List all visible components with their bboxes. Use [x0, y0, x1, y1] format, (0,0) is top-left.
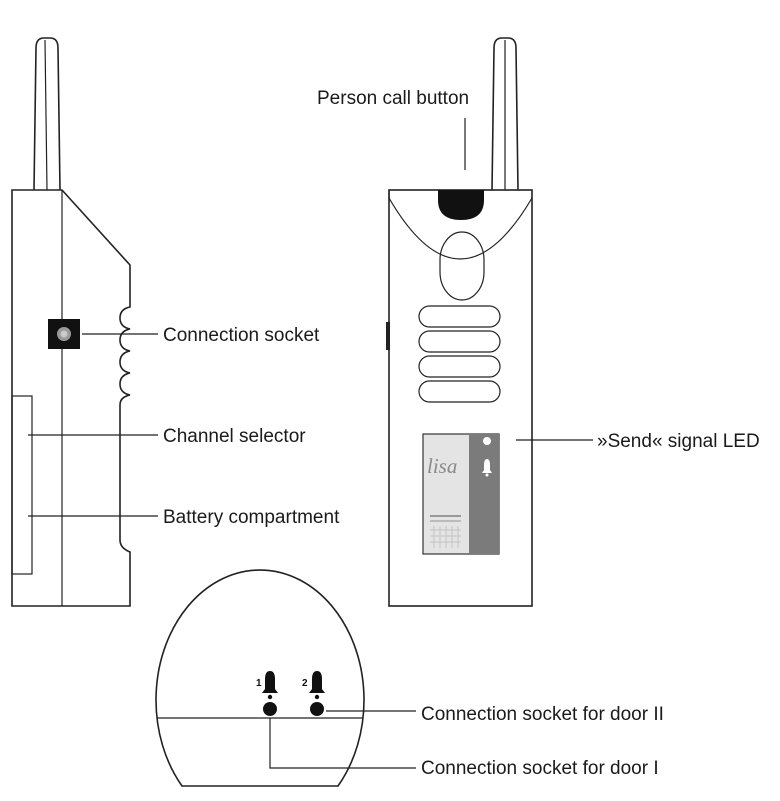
bell-2-number: 2: [302, 678, 308, 689]
bell-2-icon: [309, 671, 325, 693]
side-view: [11, 37, 131, 607]
side-antenna: [33, 37, 61, 191]
dome-outline: [155, 569, 365, 787]
socket-door-1: [263, 702, 277, 716]
label-channel-selector: Channel selector: [163, 426, 306, 447]
label-person-call-button: Person call button: [317, 88, 469, 109]
battery-compartment-door: [11, 395, 33, 575]
front-antenna: [491, 37, 519, 191]
side-body: [11, 189, 131, 607]
label-connection-socket: Connection socket: [163, 325, 320, 346]
bell-1-number: 1: [256, 678, 262, 689]
grille-slot: [418, 355, 501, 378]
front-speaker-oval: [439, 231, 485, 301]
label-socket-door-1: Connection socket for door I: [421, 758, 659, 779]
person-call-button: [438, 190, 484, 220]
label-battery-compartment: Battery compartment: [163, 507, 340, 528]
grille-slot: [418, 380, 501, 403]
leader-socket-door-1: [269, 718, 416, 769]
bell-1-icon: [262, 671, 278, 693]
grille-slot: [418, 305, 501, 328]
send-signal-led: [483, 437, 491, 445]
socket-door-2: [310, 702, 324, 716]
label-socket-door-2: Connection socket for door II: [421, 704, 664, 725]
brand-logo: lisa: [427, 454, 457, 478]
label-send-signal-led: »Send« signal LED: [597, 431, 760, 452]
grille-slot: [418, 330, 501, 353]
label-panel-strip: [469, 434, 499, 554]
front-view: lisa: [386, 37, 533, 607]
top-view: 1 2: [155, 569, 365, 787]
bell-icon: [482, 459, 492, 473]
